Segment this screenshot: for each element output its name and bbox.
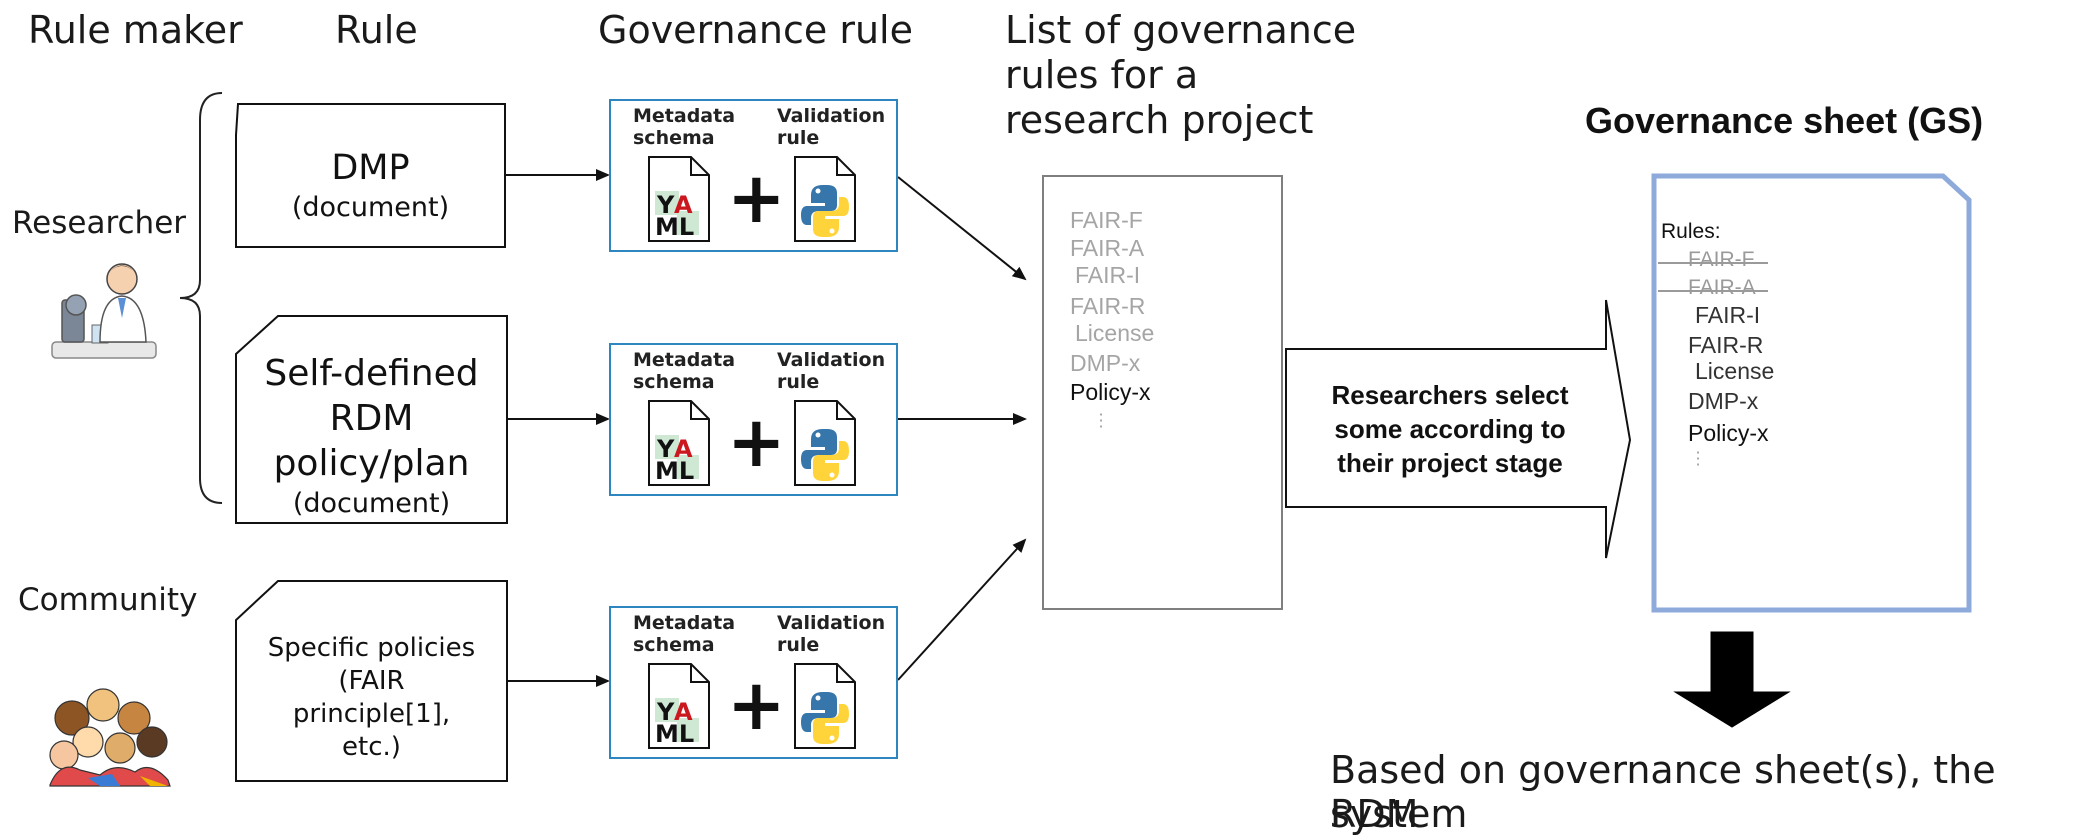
svg-text:Y: Y [656,435,675,463]
plus-sign-1: + [727,157,786,239]
gs-item-dmp-x: DMP-x [1688,388,1759,414]
doc-self-subtitle: (document) [292,488,451,519]
doc-dmp-shape [235,103,506,248]
yaml-file-icon: Y A ML [648,400,710,486]
svg-text:A: A [674,191,693,219]
gs-item-fair-a: FAIR-A [1688,276,1756,299]
doc-specific-line-1: Specific policies [267,633,476,663]
header-list-line-2: rules for a [1005,53,1199,97]
arrow-rule3-to-list [897,538,1027,681]
doc-dmp-title: DMP [331,148,410,188]
python-file-icon [794,663,856,749]
gs-strike-fair-a [1658,290,1768,292]
community-crowd-icon [49,688,171,787]
header-rule-maker: Rule maker [28,8,243,52]
doc-specific-line-3: principle[1], [292,699,451,729]
footer-line-2: system [1330,792,1468,836]
svg-text:ML: ML [655,457,694,485]
svg-text:Y: Y [656,698,675,726]
header-list-line-1: List of governance [1005,8,1357,52]
svg-text:Y: Y [656,191,675,219]
footer-line-1: Based on governance sheet(s), the RDM [1330,748,1996,836]
maker-researcher: Researcher [12,205,187,241]
doc-specific-line-2: (FAIR [338,666,405,696]
doc-self-line-1: Self-defined [264,353,479,394]
python-file-icon [794,400,856,486]
doc-specific-line-4: etc.) [342,732,401,762]
header-list-line-3: research project [1005,98,1314,142]
list-item-license: License [1075,320,1155,346]
gs-ellipsis: ··· [1695,443,1701,474]
selection-line-2: some according to [1334,414,1566,444]
list-ellipsis: ··· [1098,405,1104,436]
researcher-microscope-icon [51,263,157,359]
gs-strike-fair-f [1658,262,1768,264]
down-arrow-icon [1673,631,1791,728]
list-item-fair-r: FAIR-R [1070,293,1146,319]
yaml-file-icon: Y A ML [648,156,710,242]
gs-item-policy-x: Policy-x [1688,420,1769,446]
svg-text:A: A [674,698,693,726]
header-rule: Rule [335,8,418,52]
selection-line-3: their project stage [1337,448,1563,478]
doc-dmp-subtitle: (document) [291,192,450,223]
rule-list-box [1042,175,1283,610]
svg-text:ML: ML [655,213,694,241]
header-governance-sheet: Governance sheet (GS) [1585,100,1984,141]
svg-text:ML: ML [655,720,694,748]
python-file-icon [794,156,856,242]
list-item-fair-f: FAIR-F [1070,207,1143,233]
maker-community: Community [18,582,198,618]
gs-item-fair-r: FAIR-R [1688,332,1764,358]
gs-item-license: License [1695,358,1775,384]
header-governance-rule: Governance rule [598,8,913,52]
plus-sign-3: + [727,664,786,746]
doc-self-line-3: policy/plan [273,443,470,484]
gs-item-fair-i: FAIR-I [1695,302,1761,328]
plus-sign-2: + [727,401,786,483]
selection-block-arrow [1285,299,1632,559]
doc-self-defined-shape [235,315,508,524]
arrow-rule1-to-list [897,176,1027,281]
researcher-brace [179,92,223,504]
doc-self-line-2: RDM [329,398,414,439]
list-item-fair-a: FAIR-A [1070,235,1145,261]
gs-rules-label: Rules: [1661,220,1721,243]
governance-sheet-shape [1651,173,1972,613]
list-item-dmp-x: DMP-x [1070,350,1141,376]
svg-text:A: A [674,435,693,463]
yaml-file-icon: Y A ML [648,663,710,749]
doc-specific-shape [235,580,508,782]
selection-line-1: Researchers select [1331,380,1569,410]
selection-text: Researchers select some according to the… [1290,378,1610,480]
list-item-fair-i: FAIR-I [1075,262,1141,288]
gs-item-fair-f: FAIR-F [1688,248,1755,271]
list-item-policy-x: Policy-x [1070,379,1151,405]
